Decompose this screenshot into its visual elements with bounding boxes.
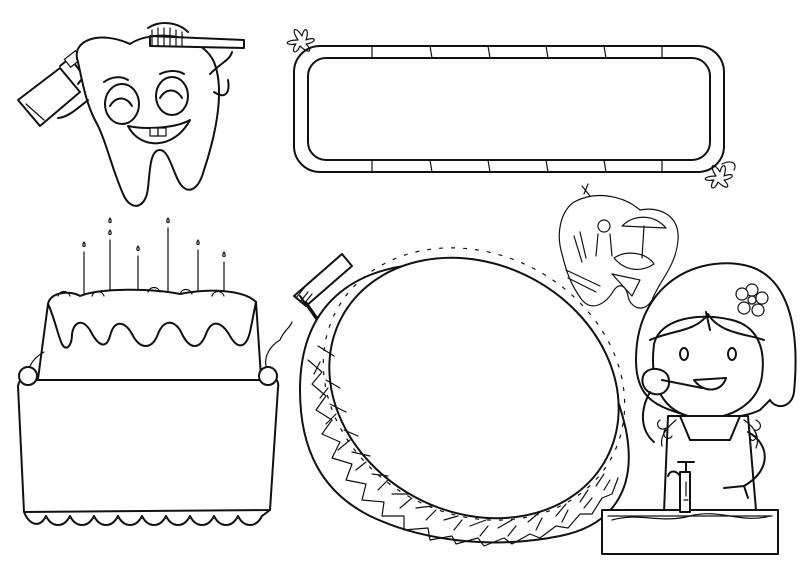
title-banner [286, 29, 736, 189]
flower-ornament-icon [704, 161, 736, 189]
toothpaste-icon [17, 50, 85, 127]
tooth-dental-scene-icon [558, 183, 679, 309]
girl-brushing-teeth-icon [635, 262, 797, 513]
faucet-icon [667, 461, 695, 513]
candles [82, 217, 226, 301]
flower-ornament-icon [286, 29, 315, 53]
melon-slice-icon [293, 247, 630, 547]
birthday-cake-icon [17, 217, 293, 526]
tooth-mascot-icon [17, 22, 245, 207]
toothbrush-icon [147, 22, 245, 49]
sink-icon [601, 461, 779, 555]
hair-flower-icon [735, 283, 769, 317]
